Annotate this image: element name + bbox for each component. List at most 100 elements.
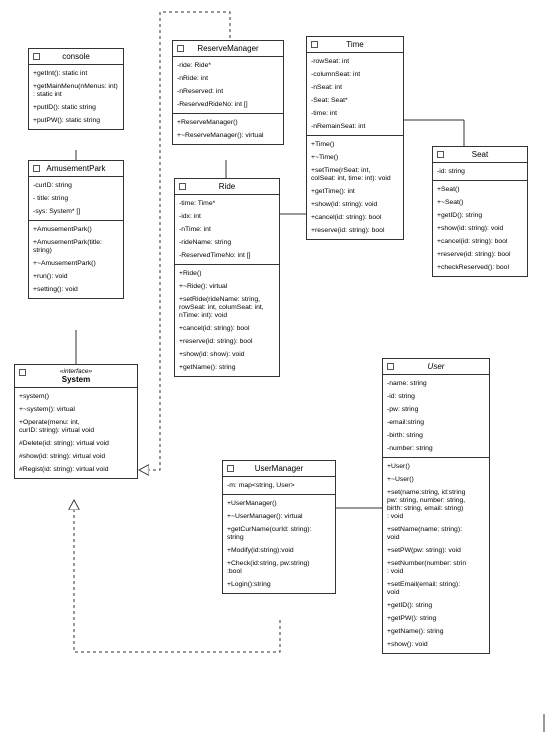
attribute: -nSeat: int xyxy=(311,83,342,91)
attributes-section: -m: map<string, User> xyxy=(223,477,335,495)
operation: +ReserveManager() xyxy=(177,118,238,126)
operations-section: +Time() +~Time() +setTime(rSeat: int, co… xyxy=(307,136,403,239)
realization-usermanager-system xyxy=(74,500,281,653)
operation: +~system(): virtual xyxy=(19,405,75,413)
class-seat[interactable]: Seat -id: string +Seat() +~Seat() +getID… xyxy=(432,146,528,277)
class-header: Time xyxy=(307,37,403,53)
operation: +setting(): void xyxy=(33,285,78,293)
operation: +Time() xyxy=(311,140,335,148)
operation: +reserve(id: string): bool xyxy=(311,226,385,234)
operation: +show(): void xyxy=(387,640,428,648)
class-name: System xyxy=(61,375,91,384)
operation: +show(id: string): void xyxy=(437,224,504,232)
operation: +set(name:string, id:string pw: string, … xyxy=(387,488,466,520)
operation: +Check(id:string, pw:string) :bool xyxy=(227,559,310,575)
attribute: -nRide: int xyxy=(177,74,208,82)
attribute: -ride: Ride* xyxy=(177,61,211,69)
operation: +~Seat() xyxy=(437,198,464,206)
operation: +setRide(rideName: string, rowSeat: int,… xyxy=(179,295,264,319)
class-ride[interactable]: Ride -time: Time* -idx: int -nTime: int … xyxy=(174,178,280,377)
attribute: -curID: string xyxy=(33,181,72,189)
attributes-section: -ride: Ride* -nRide: int -nReserved: int… xyxy=(173,57,283,114)
class-icon xyxy=(177,45,184,52)
operation: +AmusementPark(title: string) xyxy=(33,238,102,254)
operation: +~Time() xyxy=(311,153,339,161)
operation: +putPW(): static string xyxy=(33,116,101,124)
class-console[interactable]: console +getInt(): static int +getMainMe… xyxy=(28,48,124,130)
operations-section: +AmusementPark() +AmusementPark(title: s… xyxy=(29,221,123,298)
attributes-section: -curID: string - title: string -sys: Sys… xyxy=(29,177,123,221)
attribute: -nTime: int xyxy=(179,225,211,233)
attribute: -name: string xyxy=(387,379,427,387)
attribute: -email:string xyxy=(387,418,425,426)
operation: +checkReserved(): bool xyxy=(437,263,509,271)
operation: #Delete(id: string): virtual void xyxy=(19,439,109,447)
operation: +getID(): string xyxy=(437,211,483,219)
operation: +reserve(id: string): bool xyxy=(179,337,253,345)
class-time[interactable]: Time -rowSeat: int -columnSeat: int -nSe… xyxy=(306,36,404,240)
class-icon xyxy=(387,363,394,370)
attribute: - title: string xyxy=(33,194,69,202)
attribute: -Seat: Seat* xyxy=(311,96,348,104)
operation: +getTime(): int xyxy=(311,187,355,195)
attribute: -id: string xyxy=(437,167,465,175)
operations-section: +Seat() +~Seat() +getID(): string +show(… xyxy=(433,181,527,276)
attribute: -ReservedTimeNo: int [] xyxy=(179,251,251,259)
class-header: ReserveManager xyxy=(173,41,283,57)
attribute: -time: Time* xyxy=(179,199,216,207)
operation: +setName(name: string): void xyxy=(387,525,462,541)
operation: +run(): void xyxy=(33,272,68,280)
class-name: User xyxy=(427,362,445,371)
operation: +show(id: string): void xyxy=(311,200,378,208)
operation: +Modify(id:string):void xyxy=(227,546,294,554)
operation: #Regist(id: string): virtual void xyxy=(19,465,109,473)
class-name: ReserveManager xyxy=(197,44,259,53)
attribute: -number: string xyxy=(387,444,433,452)
class-usermanager[interactable]: UserManager -m: map<string, User> +UserM… xyxy=(222,460,336,594)
attribute: -nReserved: int xyxy=(177,87,224,95)
operation: +cancel(id: string): bool xyxy=(179,324,250,332)
operations-section: +User() +~User() +set(name:string, id:st… xyxy=(383,458,489,653)
attribute: -columnSeat: int xyxy=(311,70,361,78)
operation: +setNumber(number: strin : void xyxy=(387,559,467,575)
class-name: Ride xyxy=(218,182,236,191)
operation: +Seat() xyxy=(437,185,460,193)
operation: +User() xyxy=(387,462,410,470)
operation: +cancel(id: string): bool xyxy=(311,213,382,221)
operation: +getName(): string xyxy=(179,363,236,371)
class-user[interactable]: User -name: string -id: string -pw: stri… xyxy=(382,358,490,654)
operation: +getMainMenu(nMenus: int) : static int xyxy=(33,82,118,98)
stereotype: «interface» xyxy=(59,368,93,375)
class-icon xyxy=(19,369,26,376)
attributes-section: -id: string xyxy=(433,163,527,181)
operation: +Login():string xyxy=(227,580,271,588)
operations-section: +UserManager() +~UserManager(): virtual … xyxy=(223,495,335,593)
attribute: -rowSeat: int xyxy=(311,57,350,65)
class-icon xyxy=(437,151,444,158)
class-icon xyxy=(33,53,40,60)
operation: +putID(): static string xyxy=(33,103,96,111)
class-amusementpark[interactable]: AmusementPark -curID: string - title: st… xyxy=(28,160,124,299)
operations-section: +getInt(): static int +getMainMenu(nMenu… xyxy=(29,65,123,129)
attributes-section: -time: Time* -idx: int -nTime: int -ride… xyxy=(175,195,279,265)
class-name: AmusementPark xyxy=(46,164,106,173)
operation: +~User() xyxy=(387,475,414,483)
attribute: -ReservedRideNo: int [] xyxy=(177,100,248,108)
operation: +setTime(rSeat: int, colSeat: int, time:… xyxy=(311,166,391,182)
operation: +getName(): string xyxy=(387,627,444,635)
attribute: -id: string xyxy=(387,392,415,400)
operation: +UserManager() xyxy=(227,499,277,507)
operation: +getID(): string xyxy=(387,601,433,609)
attributes-section: -rowSeat: int -columnSeat: int -nSeat: i… xyxy=(307,53,403,136)
operation: +~ReserveManager(): virtual xyxy=(177,131,264,139)
attributes-section: -name: string -id: string -pw: string -e… xyxy=(383,375,489,458)
operation: +Operate(menu: int, curID: string): virt… xyxy=(19,418,95,434)
class-reservemanager[interactable]: ReserveManager -ride: Ride* -nRide: int … xyxy=(172,40,284,145)
interface-system[interactable]: «interface»System +system() +~system(): … xyxy=(14,364,138,479)
operation: +reserve(id: string): bool xyxy=(437,250,511,258)
operation: +setEmail(email: string): void xyxy=(387,580,461,596)
operation: +getCurName(curId: string): string xyxy=(227,525,312,541)
class-header: UserManager xyxy=(223,461,335,477)
operation: +show(id: show): void xyxy=(179,350,245,358)
